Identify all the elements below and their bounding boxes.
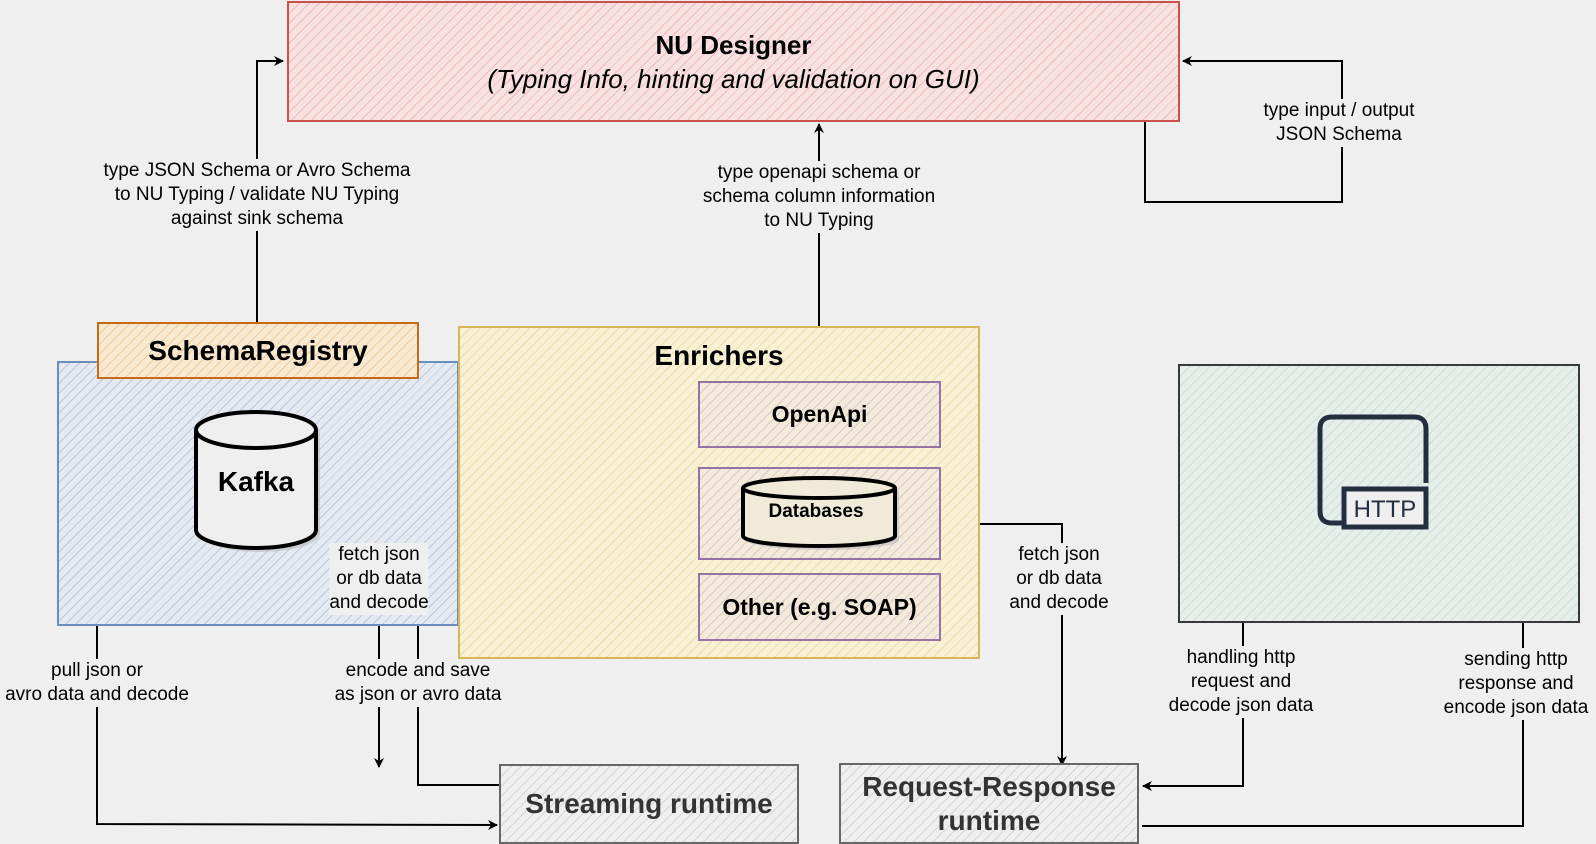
edge-label-enrichers-to-designer: type openapi schema or schema column inf… [702, 161, 936, 233]
edge-label-rr-to-http: sending http response and encode json da… [1443, 648, 1589, 720]
http-icon: HTTP [1317, 414, 1429, 530]
edge-label-schema-to-designer: type JSON Schema or Avro Schema to NU Ty… [103, 159, 411, 231]
kafka-cylinder-icon[interactable] [190, 410, 330, 560]
request-response-label-line1: Request-Response [862, 770, 1116, 802]
schema-registry-title: SchemaRegistry [148, 334, 368, 366]
other-soap-box[interactable]: Other (e.g. SOAP) [698, 573, 941, 641]
schema-registry-box[interactable]: SchemaRegistry [97, 322, 419, 379]
request-response-runtime-box[interactable]: Request-Response runtime [839, 763, 1139, 844]
database-cylinder-icon [741, 476, 899, 550]
streaming-runtime-label: Streaming runtime [525, 788, 773, 819]
openapi-box[interactable]: OpenApi [698, 381, 941, 448]
other-soap-label: Other (e.g. SOAP) [722, 593, 917, 620]
nu-designer-title: NU Designer [655, 29, 812, 60]
edge-label-enrichers-to-streaming: fetch json or db data and decode [329, 543, 429, 615]
edge-label-kafka-to-streaming: pull json or avro data and decode [5, 659, 189, 707]
kafka-label: Kafka [217, 466, 295, 497]
enrichers-title: Enrichers [654, 340, 784, 371]
edge-label-enrichers-to-rr: fetch json or db data and decode [1009, 543, 1109, 615]
request-response-label-line2: runtime [937, 804, 1041, 836]
edge-label-designer-self: type input / output JSON Schema [1263, 99, 1415, 147]
http-icon-text: HTTP [1354, 496, 1417, 523]
edge-label-http-to-rr: handling http request and decode json da… [1168, 646, 1314, 718]
edge-label-streaming-to-kafka: encode and save as json or avro data [334, 659, 502, 707]
databases-label: Databases [768, 501, 864, 522]
streaming-runtime-box[interactable]: Streaming runtime [499, 764, 799, 844]
nu-designer-subtitle: (Typing Info, hinting and validation on … [487, 63, 980, 94]
openapi-label: OpenApi [771, 401, 868, 427]
nu-designer-box[interactable]: NU Designer (Typing Info, hinting and va… [287, 1, 1180, 122]
